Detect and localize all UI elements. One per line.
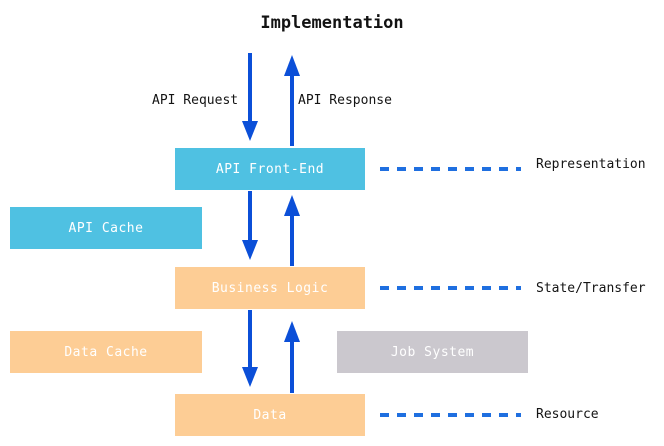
node-api-cache[interactable]: API Cache [10, 207, 202, 249]
page-title: Implementation [260, 13, 404, 33]
arrow-logic-to-frontend [284, 195, 300, 266]
node-data-cache[interactable]: Data Cache [10, 331, 202, 373]
node-job-system[interactable]: Job System [337, 331, 528, 373]
arrow-logic-to-data [242, 310, 258, 387]
arrow-api-response [284, 55, 300, 146]
side-label-state-transfer: State/Transfer [536, 281, 646, 296]
node-data[interactable]: Data [175, 394, 365, 436]
side-label-representation: Representation [536, 157, 646, 172]
arrow-data-to-logic [284, 321, 300, 393]
arrow-label-api-response: API Response [298, 93, 392, 108]
node-business-logic[interactable]: Business Logic [175, 267, 365, 309]
arrow-frontend-to-logic [242, 191, 258, 260]
arrow-label-api-request: API Request [152, 93, 239, 108]
arrow-api-request [242, 53, 258, 141]
side-label-resource: Resource [536, 407, 599, 422]
node-api-front-end[interactable]: API Front-End [175, 148, 365, 190]
